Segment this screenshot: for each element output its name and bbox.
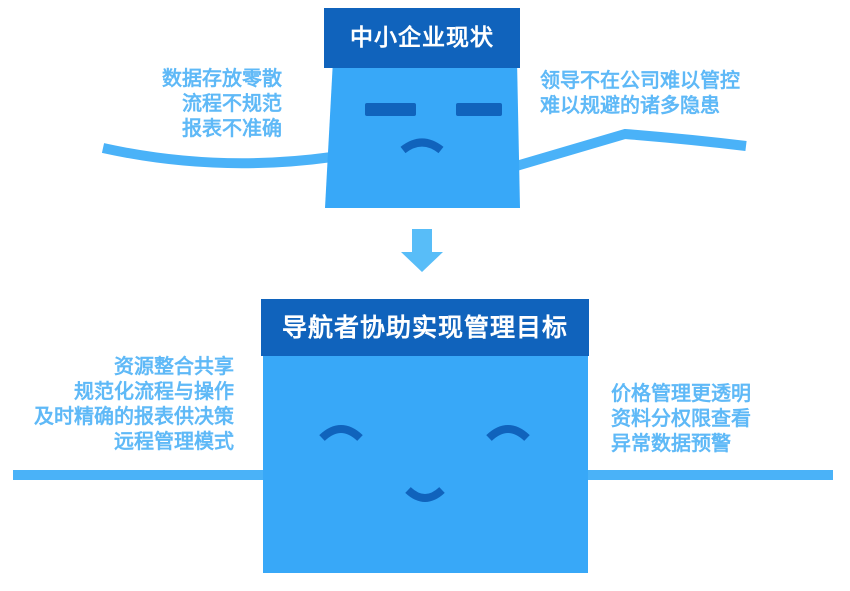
top-right-points: 领导不在公司难以管控 难以规避的诸多隐患: [540, 68, 740, 118]
bottom-left-arm: [13, 470, 263, 480]
pain-point: 数据存放零散: [162, 66, 282, 90]
sad-face-body: [325, 60, 520, 208]
benefit-point: 及时精确的报表供决策: [34, 404, 234, 428]
benefit-point: 价格管理更透明: [611, 381, 751, 405]
down-arrow-icon: [401, 229, 443, 272]
right-wave-line: [504, 128, 747, 174]
benefit-point: 规范化流程与操作: [74, 379, 234, 403]
top-header: 中小企业现状: [324, 8, 520, 68]
top-left-points: 数据存放零散 流程不规范 报表不准确: [162, 66, 282, 141]
benefit-point: 远程管理模式: [114, 429, 234, 453]
left-wave-line: [101, 143, 333, 169]
benefit-point: 资源整合共享: [114, 354, 234, 378]
bottom-right-points: 价格管理更透明 资料分权限查看 异常数据预警: [611, 381, 751, 456]
pain-point: 报表不准确: [182, 116, 282, 140]
benefit-point: 资料分权限查看: [611, 406, 751, 430]
bottom-left-points: 资源整合共享 规范化流程与操作 及时精确的报表供决策 远程管理模式: [34, 354, 234, 454]
happy-face-body: [263, 356, 588, 573]
bottom-right-arm: [588, 470, 833, 480]
pain-point: 难以规避的诸多隐患: [540, 93, 720, 117]
pain-point: 领导不在公司难以管控: [540, 68, 740, 92]
benefit-point: 异常数据预警: [611, 431, 731, 455]
pain-point: 流程不规范: [182, 91, 282, 115]
bottom-header: 导航者协助实现管理目标: [261, 299, 589, 356]
